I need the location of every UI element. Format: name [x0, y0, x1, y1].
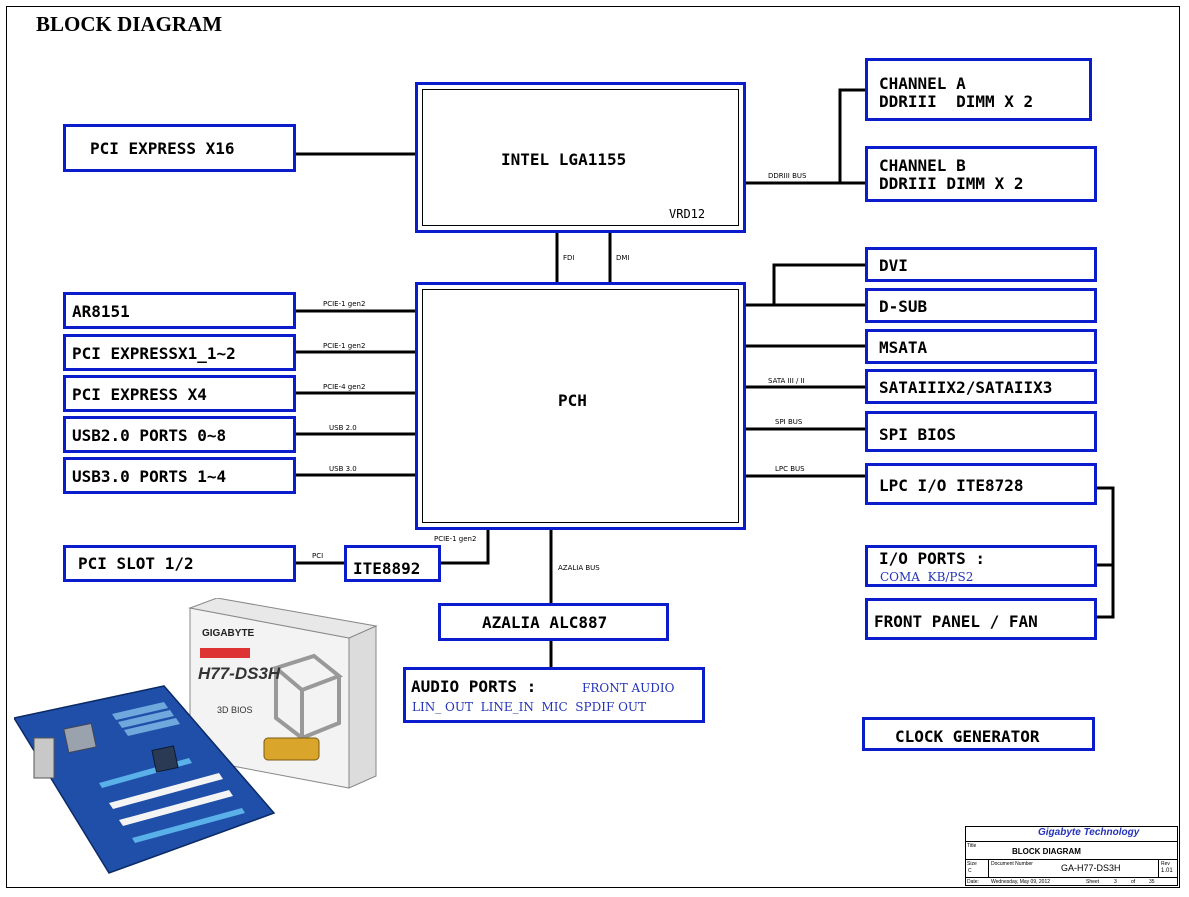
- bus-label-pci: PCI: [312, 552, 324, 560]
- io-ports-sub: COMA KB/PS2: [880, 570, 974, 584]
- bus-label-usb20: USB 2.0: [329, 424, 357, 432]
- bus-label-lpc: LPC BUS: [775, 465, 805, 473]
- audio-ports-title: AUDIO PORTS :: [411, 677, 537, 696]
- sheet-frame: [6, 6, 1180, 888]
- product-bios-label: 3D BIOS: [217, 705, 253, 715]
- product-model: H77-DS3H: [198, 664, 281, 683]
- lpc-io-block: LPC I/O ITE8728: [865, 463, 1097, 505]
- front-panel-label: FRONT PANEL / FAN: [874, 612, 1038, 631]
- bus-label-pcie4: PCIE-4 gen2: [323, 383, 366, 391]
- pch-name: PCH: [558, 391, 587, 410]
- channel-b-line2: DDRIII DIMM X 2: [879, 174, 1024, 193]
- tb-rev-label: Rev: [1161, 861, 1170, 867]
- ar8151-block: AR8151: [63, 292, 296, 329]
- msata-label: MSATA: [879, 338, 928, 357]
- tb-sheet-label: Sheet: [1086, 879, 1100, 885]
- bus-label-fdi: FDI: [563, 254, 575, 262]
- dvi-block: DVI: [865, 247, 1097, 282]
- usb3-label: USB3.0 PORTS 1~4: [72, 467, 227, 486]
- pci-slot-label: PCI SLOT 1/2: [78, 554, 194, 573]
- lpc-io-label: LPC I/O ITE8728: [879, 476, 1024, 495]
- tb-title-value: BLOCK DIAGRAM: [1012, 847, 1081, 856]
- tb-of-label: of: [1131, 879, 1136, 885]
- wire-channel-a: [838, 88, 866, 183]
- dvi-label: DVI: [879, 256, 908, 275]
- pcie-x16-block: PCI EXPRESS X16: [63, 124, 296, 172]
- clock-gen-label: CLOCK GENERATOR: [895, 727, 1040, 746]
- usb2-label: USB2.0 PORTS 0~8: [72, 426, 227, 445]
- motherboard-product-image: GIGABYTE H77-DS3H 3D BIOS: [12, 597, 384, 878]
- pcie-x16-label: PCI EXPRESS X16: [90, 139, 235, 158]
- bus-label-ddr: DDRIII BUS: [768, 172, 807, 180]
- audio-ports-list: LIN_ OUT LINE_IN MIC SPDIF OUT: [412, 700, 647, 714]
- tb-size-label: Size: [967, 861, 977, 867]
- spi-bios-block: SPI BIOS: [865, 411, 1097, 452]
- clock-gen-block: CLOCK GENERATOR: [862, 717, 1095, 751]
- bus-label-azalia: AZALIA BUS: [558, 564, 600, 572]
- ite8892-label: ITE8892: [353, 559, 421, 578]
- tb-rev-value: 1.01: [1161, 868, 1173, 874]
- tb-docnum-label: Document Number: [991, 861, 1033, 867]
- pci-slot-block: PCI SLOT 1/2: [63, 545, 296, 582]
- audio-front-label: FRONT AUDIO: [582, 681, 675, 695]
- spi-bios-label: SPI BIOS: [879, 425, 957, 444]
- bus-label-sata: SATA III / II: [768, 377, 805, 385]
- audio-ports-block: AUDIO PORTS : FRONT AUDIO LIN_ OUT LINE_…: [403, 667, 705, 723]
- msata-block: MSATA: [865, 329, 1097, 364]
- azalia-block: AZALIA ALC887: [438, 603, 669, 641]
- product-brand: GIGABYTE: [202, 628, 255, 639]
- title-block: Gigabyte Technology Title BLOCK DIAGRAM …: [965, 826, 1178, 886]
- page-title: BLOCK DIAGRAM: [36, 12, 223, 36]
- io-ports-block: I/O PORTS : COMA KB/PS2: [865, 545, 1097, 587]
- tb-date-label: Date:: [967, 879, 979, 885]
- usb3-block: USB3.0 PORTS 1~4: [63, 457, 296, 494]
- sata-block: SATAIIIX2/SATAIIX3: [865, 369, 1097, 404]
- tb-size-value: C: [968, 868, 972, 874]
- pcie-x4-block: PCI EXPRESS X4: [63, 375, 296, 412]
- bus-label-usb30: USB 3.0: [329, 465, 357, 473]
- ar8151-label: AR8151: [72, 302, 130, 321]
- azalia-label: AZALIA ALC887: [482, 613, 608, 632]
- bus-label-pcie1-b: PCIE-1 gen2: [323, 342, 366, 350]
- pcie-x1-label: PCI EXPRESSX1_1~2: [72, 344, 236, 363]
- wire-lpc-branch: [1096, 486, 1115, 619]
- tb-sheet-value: 3: [1114, 879, 1117, 885]
- channel-a-block: CHANNEL A DDRIII DIMM X 2: [865, 58, 1092, 121]
- dsub-label: D-SUB: [879, 297, 928, 316]
- pcie-x4-label: PCI EXPRESS X4: [72, 385, 207, 404]
- front-panel-block: FRONT PANEL / FAN: [865, 598, 1097, 640]
- tb-of-value: 35: [1149, 879, 1155, 885]
- channel-a-line1: CHANNEL A: [879, 74, 966, 93]
- bus-label-pcie1-a: PCIE-1 gen2: [323, 300, 366, 308]
- cpu-vrd-label: VRD12: [669, 207, 706, 221]
- sata-label: SATAIIIX2/SATAIIX3: [879, 378, 1053, 397]
- wire-ite-pch: [440, 529, 490, 565]
- io-ports-label: I/O PORTS :: [879, 549, 985, 568]
- tb-date-value: Wednesday, May 09, 2012: [991, 879, 1051, 885]
- channel-b-line1: CHANNEL B: [879, 156, 966, 175]
- ite8892-block: ITE8892: [344, 545, 441, 582]
- tb-title-label: Title: [967, 843, 977, 849]
- dsub-block: D-SUB: [865, 288, 1097, 323]
- cpu-name: INTEL LGA1155: [501, 150, 627, 169]
- pcie-x1-block: PCI EXPRESSX1_1~2: [63, 334, 296, 371]
- channel-a-line2: DDRIII DIMM X 2: [879, 92, 1034, 111]
- channel-b-block: CHANNEL B DDRIII DIMM X 2: [865, 146, 1097, 202]
- tb-company: Gigabyte Technology: [1038, 827, 1140, 838]
- bus-label-pcie1-c: PCIE-1 gen2: [434, 535, 477, 543]
- pch-block: PCH: [415, 282, 746, 530]
- wire-dvi: [772, 263, 866, 305]
- bus-label-spi: SPI BUS: [775, 418, 803, 426]
- cpu-block: INTEL LGA1155 VRD12: [415, 82, 746, 233]
- tb-docnum-value: GA-H77-DS3H: [1061, 863, 1121, 873]
- usb2-block: USB2.0 PORTS 0~8: [63, 416, 296, 453]
- bus-label-dmi: DMI: [616, 254, 630, 262]
